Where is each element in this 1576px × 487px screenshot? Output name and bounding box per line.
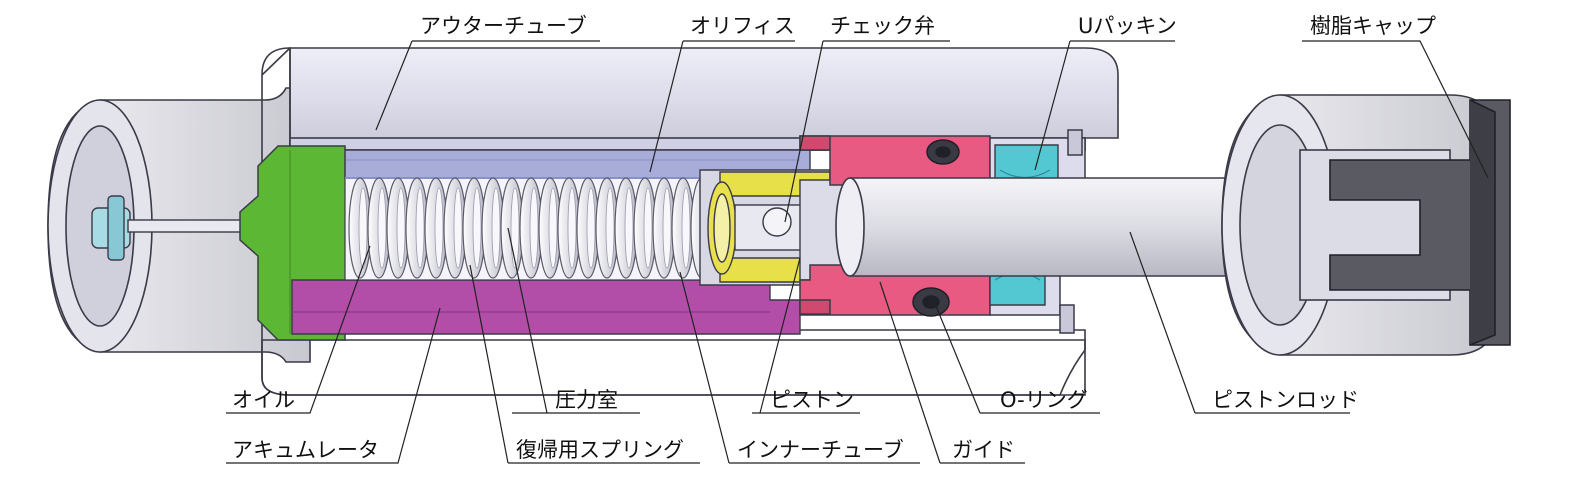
leader-piston-rod xyxy=(1129,231,1350,414)
spring-coil-inner xyxy=(681,187,691,269)
leader-pressure-chamber xyxy=(507,227,640,414)
spring-coil-inner xyxy=(567,187,577,269)
spring-coil-inner xyxy=(396,187,406,269)
label-oil: オイル xyxy=(232,388,295,412)
o-rings xyxy=(912,139,960,317)
label-u-packing: Uパッキン xyxy=(1078,14,1177,38)
spring-coil-inner xyxy=(643,187,653,269)
spring-coil-inner xyxy=(586,187,596,269)
spring-coil-inner xyxy=(453,187,463,269)
label-return-spring: 復帰用スプリング xyxy=(516,438,684,462)
leader-u-packing xyxy=(1034,40,1175,171)
leader-guide xyxy=(879,281,1025,464)
leader-accumulator xyxy=(226,307,441,464)
label-check-valve: チェック弁 xyxy=(830,14,935,38)
label-resin-cap: 樹脂キャップ xyxy=(1310,14,1436,38)
spring-coil-inner xyxy=(377,187,387,269)
leader-oil xyxy=(226,245,371,414)
spring-coil-inner xyxy=(529,187,539,269)
label-pressure-chamber: 圧力室 xyxy=(555,388,618,412)
spring-coil-inner xyxy=(662,187,672,269)
resin-cap xyxy=(1329,99,1511,346)
spring-coil-inner xyxy=(472,187,482,269)
spring-coil-inner xyxy=(415,187,425,269)
spring-coil-inner xyxy=(358,187,368,269)
leader-piston xyxy=(752,257,860,414)
leader-inner-tube xyxy=(679,271,920,464)
spring-coil-inner xyxy=(491,187,501,269)
leader-o-ring xyxy=(935,305,1100,414)
label-accumulator: アキュムレータ xyxy=(232,438,379,462)
label-orifice: オリフィス xyxy=(690,14,795,38)
label-o-ring: O-リング xyxy=(1000,388,1088,412)
spring-coil-inner xyxy=(548,187,558,269)
label-piston: ピストン xyxy=(770,388,854,412)
leader-return-spring xyxy=(469,264,700,464)
label-piston-rod: ピストンロッド xyxy=(1212,388,1359,412)
spring-coil-inner xyxy=(510,187,520,269)
spring-coil-inner xyxy=(605,187,615,269)
label-inner-tube: インナーチューブ xyxy=(737,438,904,462)
leader-outer-tube xyxy=(375,40,600,131)
leader-resin-cap xyxy=(1302,40,1489,179)
spring-coil-inner xyxy=(434,187,444,269)
label-guide: ガイド xyxy=(952,438,1015,462)
leader-check-valve xyxy=(784,40,950,223)
leader-orifice xyxy=(649,40,795,173)
label-outer-tube: アウターチューブ xyxy=(420,14,587,38)
spring-coil-inner xyxy=(624,187,634,269)
